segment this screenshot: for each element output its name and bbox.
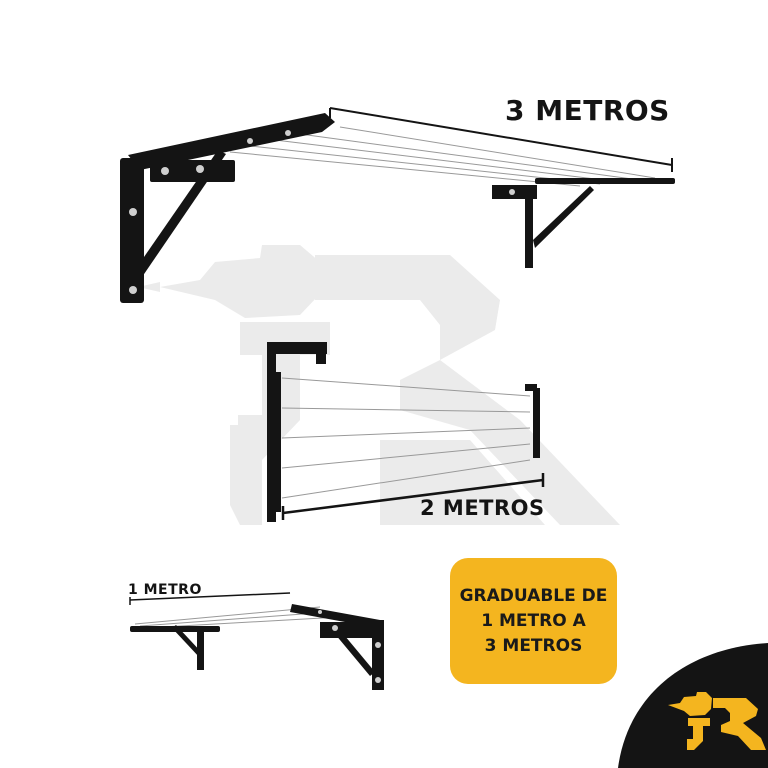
length-label-2m: 2 METROS [420, 496, 545, 520]
length-label-1m: 1 METRO [128, 582, 202, 598]
length-label-3m: 3 METROS [505, 94, 670, 127]
badge-line-3: 3 METROS [484, 635, 583, 656]
badge-line-2: 1 METRO A [481, 610, 586, 631]
badge-line-1: GRADUABLE DE [459, 585, 608, 606]
brand-logo-icon [618, 643, 768, 768]
adjustable-range-badge: GRADUABLE DE 1 METRO A 3 METROS [450, 558, 617, 684]
